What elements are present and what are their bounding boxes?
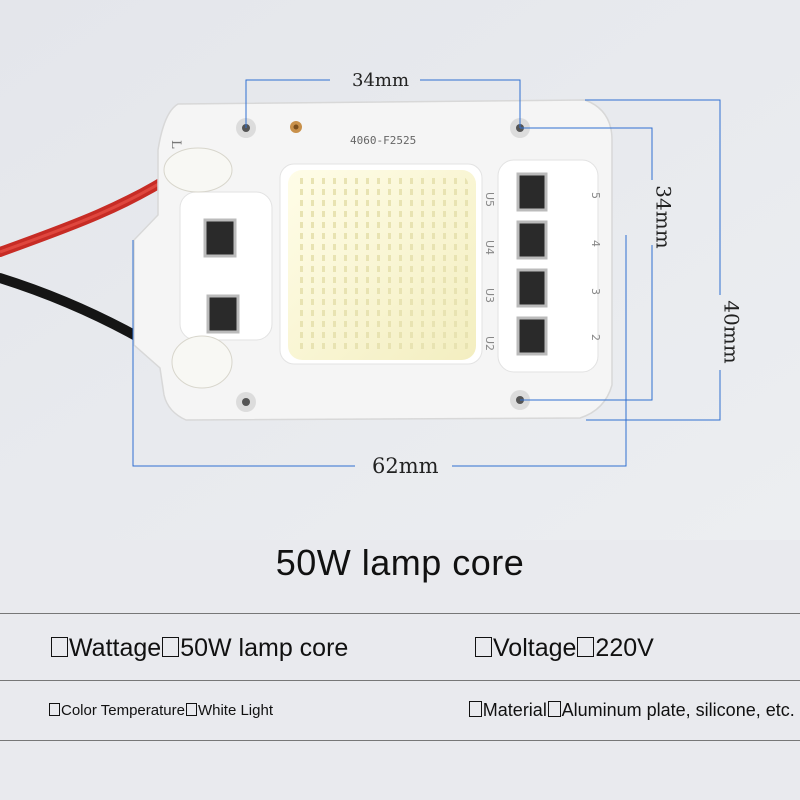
board-model-label: 4060-F2525 [350, 134, 416, 147]
board-num-2: 2 [589, 334, 602, 341]
board-left-mark: L [168, 140, 183, 149]
spec-wattage-label: Wattage [69, 634, 162, 662]
bracket-box-icon [49, 702, 60, 716]
dimension-top-label: 34mm [352, 70, 410, 91]
bracket-box-icon [162, 636, 180, 658]
bracket-box-icon [577, 636, 595, 658]
dimension-lines [132, 79, 721, 467]
divider [0, 680, 800, 681]
board-label-u2: U2 [483, 336, 496, 351]
spec-voltage: Voltage 220V [474, 634, 654, 663]
spec-color-temp-label: Color Temperature [61, 702, 185, 719]
board-num-3: 3 [589, 288, 602, 295]
bracket-box-icon [51, 636, 68, 658]
board-label-u4: U4 [483, 240, 496, 255]
bracket-box-icon [185, 702, 197, 716]
dimension-right-outer-label: 40mm [719, 300, 744, 364]
spec-wattage-value: 50W lamp core [180, 634, 349, 662]
spec-material: Material Aluminum plate, silicone, etc. [468, 700, 795, 721]
spec-wattage: Wattage 50W lamp core [50, 634, 348, 663]
bracket-box-icon [547, 701, 561, 717]
spec-color-temp-value: White Light [197, 702, 273, 719]
divider [0, 613, 800, 614]
bracket-box-icon [475, 636, 492, 658]
dimension-bottom-label: 62mm [372, 454, 439, 478]
product-title: 50W lamp core [275, 542, 525, 583]
board-label-u5: U5 [483, 192, 496, 207]
spec-material-label: Material [482, 700, 547, 720]
board-num-4: 4 [589, 240, 602, 247]
dimension-right-inner-label: 34mm [651, 185, 676, 249]
board-label-u3: U3 [483, 288, 496, 303]
spec-voltage-value: 220V [595, 634, 654, 662]
divider [0, 740, 800, 741]
spec-material-value: Aluminum plate, silicone, etc. [561, 700, 795, 720]
bracket-box-icon [469, 701, 482, 717]
product-photo: 4060-F2525 L U5 U4 U3 U2 5 4 3 2 [0, 0, 800, 540]
board-num-5: 5 [589, 192, 602, 199]
spec-voltage-label: Voltage [493, 634, 577, 662]
spec-color-temperature: Color Temperature White Light [48, 702, 273, 719]
